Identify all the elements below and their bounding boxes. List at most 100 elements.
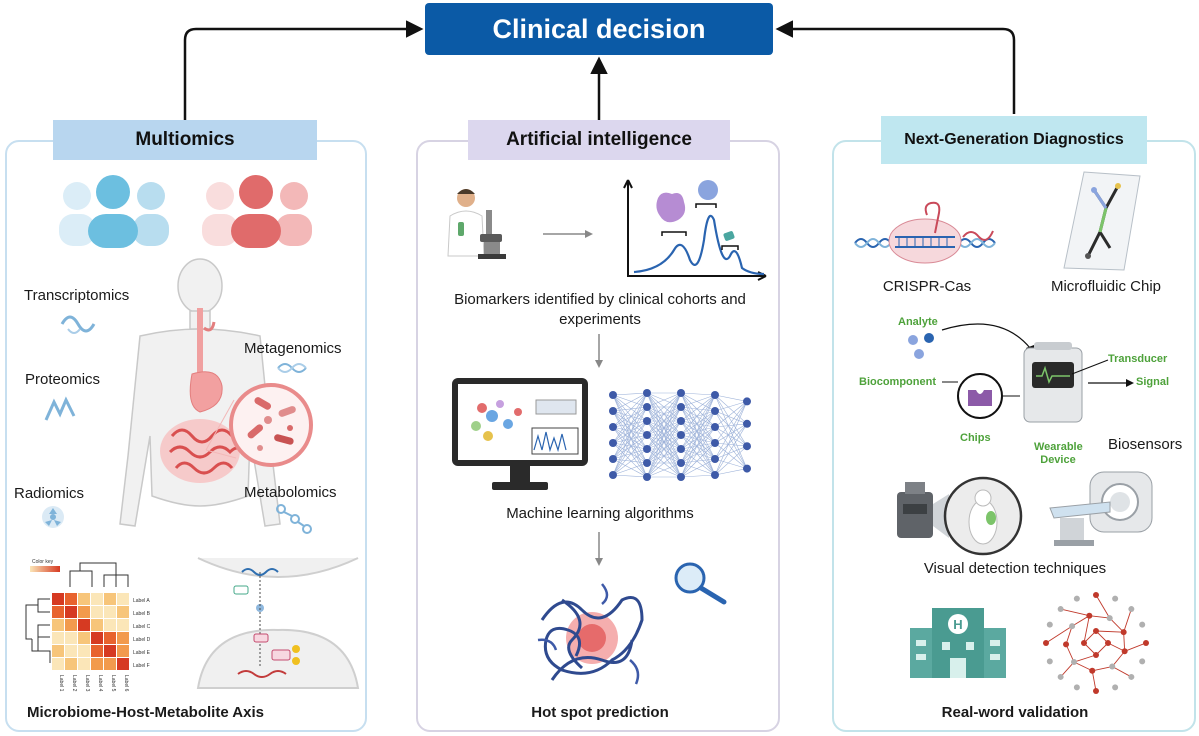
- nn-connection: [680, 434, 716, 476]
- heatmap-cell: [117, 606, 129, 618]
- svg-text:H: H: [953, 617, 962, 632]
- network-person: [1073, 684, 1080, 691]
- crispr-cas-label: CRISPR-Cas: [882, 278, 972, 295]
- nn-connection: [612, 392, 648, 460]
- nn-connection: [680, 442, 716, 464]
- network-link: [1107, 642, 1125, 652]
- nn-connection: [680, 442, 716, 450]
- imaging-camera-icon: [897, 476, 1023, 556]
- nn-connection: [680, 442, 716, 478]
- ai-title: Artificial intelligence: [506, 129, 692, 150]
- nn-node: [711, 391, 719, 399]
- heatmap-row-label: Label C: [133, 624, 151, 630]
- network-link: [1071, 615, 1090, 627]
- nn-connection: [714, 394, 748, 402]
- nn-connection: [612, 474, 648, 478]
- crispr-cas-icon: [854, 201, 996, 264]
- proteomics-icon: [44, 396, 76, 421]
- heatmap-col-dendrogram: [69, 562, 129, 587]
- flow-arrows: [183, 20, 1016, 120]
- nn-connection: [680, 394, 716, 436]
- heatmap-cell: [117, 593, 129, 605]
- nn-connection: [714, 401, 748, 428]
- heatmap-cell: [52, 632, 64, 644]
- biosensors-label: Biosensors: [1108, 436, 1183, 453]
- clinical-decision-title: Clinical decision: [492, 13, 706, 44]
- network-person: [1081, 640, 1087, 646]
- nn-connection: [646, 392, 682, 464]
- nn-connection: [714, 426, 748, 469]
- transducer-pointer: [1071, 359, 1109, 375]
- heatmap-cell: [65, 632, 77, 644]
- nn-connection: [680, 410, 716, 464]
- nn-connection: [680, 392, 716, 476]
- nn-connection: [612, 426, 648, 478]
- network-person: [1069, 623, 1076, 630]
- human-body-illustration: [119, 258, 281, 527]
- metabolomics-label: Metabolomics: [244, 484, 337, 501]
- heatmap-col-label: Label 5: [110, 675, 116, 692]
- nn-connection: [714, 394, 748, 447]
- network-person: [1089, 667, 1096, 674]
- nn-node: [743, 419, 751, 428]
- network-person: [1063, 641, 1070, 648]
- nn-node: [643, 389, 651, 397]
- heatmap-cell: [78, 606, 90, 618]
- nn-connection: [680, 448, 716, 460]
- heatmap-col-label: Label 6: [123, 675, 129, 692]
- nn-connection: [612, 420, 648, 444]
- nn-connection: [612, 420, 648, 460]
- ai-footer: Hot spot prediction: [531, 704, 669, 721]
- analyte-molecules-icon: [908, 333, 934, 359]
- nn-connection: [680, 410, 716, 450]
- ai-tab: Artificial intelligence: [468, 120, 730, 160]
- network-person: [1139, 658, 1146, 665]
- nn-connection: [612, 434, 648, 476]
- radiomics-label: Radiomics: [14, 485, 85, 502]
- nn-connection: [680, 474, 716, 478]
- nn-connection: [714, 458, 748, 469]
- disease-group-icon: [202, 175, 312, 248]
- nn-connection: [680, 392, 716, 396]
- healthy-group-icon: [59, 175, 169, 248]
- gut-microbiome-zoom-icon: [205, 383, 313, 467]
- nn-connection: [612, 406, 648, 444]
- nn-connection: [646, 406, 682, 478]
- nn-connection: [714, 426, 748, 447]
- nn-connection: [680, 406, 716, 428]
- nn-connection: [612, 448, 648, 460]
- multiomics-title: Multiomics: [135, 129, 235, 150]
- heatmap-cell: [91, 658, 103, 670]
- nn-node: [609, 439, 617, 447]
- nn-node: [643, 473, 651, 481]
- heatmap-cell: [65, 658, 77, 670]
- nn-connection: [714, 401, 748, 460]
- network-link: [1123, 632, 1126, 652]
- diagnostics-tab: Next-Generation Diagnostics: [881, 116, 1147, 164]
- heatmap-cell: [52, 658, 64, 670]
- network-person: [1112, 595, 1119, 602]
- network-person: [1121, 648, 1128, 655]
- nn-connection: [612, 462, 648, 476]
- proteomics-label: Proteomics: [25, 371, 101, 388]
- biomarkers-text: Biomarkers identified by clinical cohort…: [454, 291, 746, 328]
- chips-label: Chips: [960, 432, 991, 444]
- nn-connection: [680, 394, 716, 450]
- heatmap-color-key: [30, 566, 60, 572]
- nn-connection: [680, 420, 716, 444]
- nn-node: [643, 445, 651, 453]
- network-person: [1109, 663, 1116, 670]
- heatmap-cell: [104, 619, 116, 631]
- nn-connection: [612, 442, 648, 464]
- magnifier-icon: [674, 562, 727, 605]
- nn-node: [643, 417, 651, 425]
- visual-detection-label: Visual detection techniques: [923, 560, 1107, 577]
- nn-node: [711, 471, 719, 479]
- arrow-multiomics-to-decision: [183, 20, 424, 120]
- heatmap-cell: [65, 619, 77, 631]
- wearable-label-line2: Device: [1040, 454, 1076, 466]
- heatmap-cell: [52, 593, 64, 605]
- nn-connection: [680, 448, 716, 476]
- nn-connection: [680, 462, 716, 476]
- heatmap-cell: [65, 606, 77, 618]
